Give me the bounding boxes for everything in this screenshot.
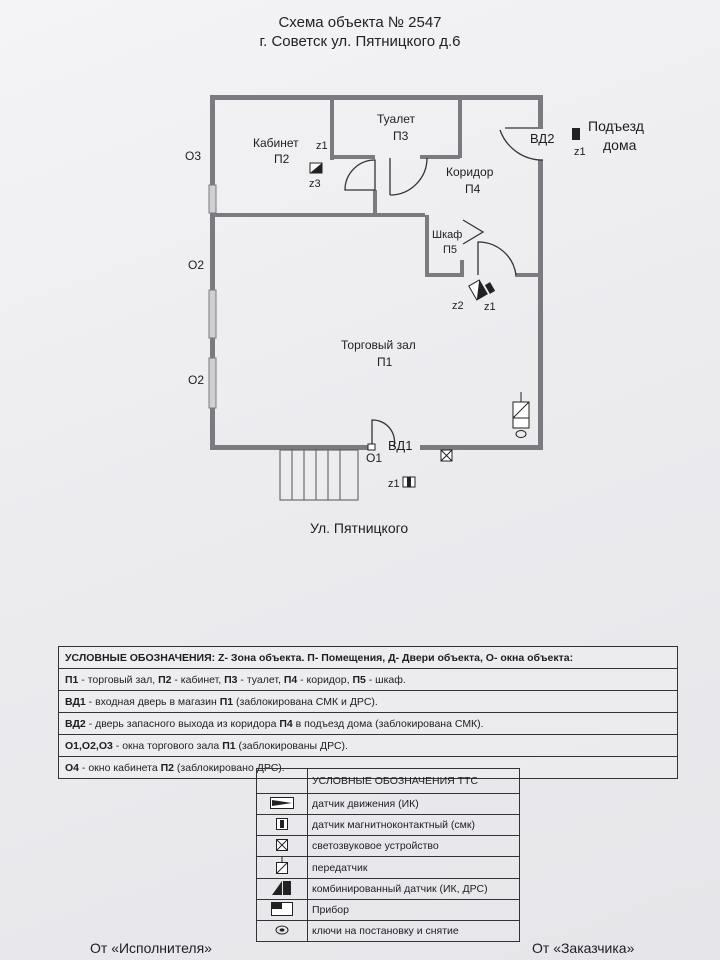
tts-legend-table: УСЛОВНЫЕ ОБОЗНАЧЕНИЯ ТТС датчик движения…	[256, 768, 520, 942]
legend-table: УСЛОВНЫЕ ОБОЗНАЧЕНИЯ: Z- Зона объекта. П…	[58, 646, 678, 779]
entrance-label-line1: Подъезд	[588, 118, 644, 134]
door-cabinet	[344, 159, 376, 191]
magnetic-contact-icon	[276, 817, 288, 830]
room-toilet-code: П3	[393, 129, 409, 143]
legend-row: ВД1 - входная дверь в магазин П1 (заблок…	[58, 690, 678, 713]
window-o2-upper	[208, 289, 217, 339]
street-label: Ул. Пятницкого	[310, 520, 408, 536]
key-icon	[275, 925, 289, 934]
entrance-label-line2: дома	[603, 137, 637, 153]
legend-row: ВД2 - дверь запасного выхода из коридора…	[58, 712, 678, 735]
room-hall-code: П1	[377, 355, 393, 369]
door-vd1	[371, 419, 396, 448]
window-o3	[208, 184, 217, 214]
floor-plan: Кабинет П2 Туалет П3 Коридор П4 Шкаф П5 …	[185, 95, 644, 536]
legend-row: О4 - окно кабинета П2 (заблокировано ДРС…	[58, 756, 678, 779]
doors	[344, 127, 544, 448]
windows	[208, 184, 217, 409]
tts-legend-heading: УСЛОВНЫЕ ОБОЗНАЧЕНИЯ ТТС	[307, 768, 520, 794]
door-corridor	[477, 241, 517, 276]
room-corridor-code: П4	[465, 182, 481, 196]
sensors	[309, 128, 580, 488]
magnetic-contact-icon	[572, 128, 580, 140]
door-vd1-label: ВД1	[388, 438, 412, 453]
walls	[210, 95, 543, 450]
tts-legend-item: ключи на постановку и снятие	[307, 920, 520, 942]
combined-sensor-icon	[468, 279, 488, 301]
key-icon	[515, 430, 527, 438]
motion-sensor-icon	[270, 796, 294, 809]
room-toilet-name: Туалет	[377, 112, 415, 126]
zone-z1-cabinet: z1	[316, 140, 328, 152]
device-icon	[271, 901, 293, 916]
zone-z1-vd1: z1	[388, 478, 400, 490]
room-closet-code: П5	[443, 244, 457, 256]
zone-z3: z3	[309, 178, 321, 190]
room-cabinet-code: П2	[274, 152, 290, 166]
door-vd2-label: ВД2	[530, 131, 554, 146]
window-o2-lower-label: О2	[188, 373, 204, 387]
room-cabinet-name: Кабинет	[253, 136, 299, 150]
customer-signature-label: От «Заказчика»	[532, 940, 635, 956]
legend-heading: УСЛОВНЫЕ ОБОЗНАЧЕНИЯ: Z- Зона объекта. П…	[58, 646, 678, 669]
window-o3-label: О3	[185, 149, 201, 163]
tts-legend-item: Прибор	[307, 899, 520, 921]
zone-z1-vd2: z1	[574, 146, 586, 158]
tts-legend-item: светозвуковое устройство	[307, 835, 520, 857]
room-corridor-name: Коридор	[446, 165, 494, 179]
legend-row: О1,О2,О3 - окна торгового зала П1 (забло…	[58, 734, 678, 757]
device-icon	[512, 417, 530, 429]
stairs	[279, 449, 359, 501]
tts-legend-item: датчик движения (ИК)	[307, 793, 520, 815]
zone-z2: z2	[452, 300, 464, 312]
tts-legend-item: передатчик	[307, 856, 520, 879]
door-toilet	[389, 157, 428, 196]
room-closet-name: Шкаф	[432, 229, 462, 241]
door-vd2	[499, 129, 544, 161]
window-o2-upper-label: О2	[188, 258, 204, 272]
siren-icon	[276, 838, 288, 851]
tts-legend-item: комбинированный датчик (ИК, ДРС)	[307, 878, 520, 900]
motion-sensor-icon	[310, 163, 322, 173]
address: г. Советск ул. Пятницкого д.6	[259, 33, 461, 50]
window-o2-lower	[208, 357, 217, 409]
tts-legend-item: датчик магнитноконтактный (смк)	[307, 814, 520, 836]
window-o1-label: О1	[366, 451, 382, 465]
zone-z1-corridor: z1	[484, 301, 496, 313]
page-title: Схема объекта № 2547	[278, 14, 442, 31]
combined-sensor-icon	[272, 880, 291, 895]
room-hall-name: Торговый зал	[341, 338, 416, 352]
door-closet	[462, 219, 485, 245]
contractor-signature-label: От «Исполнителя»	[90, 940, 212, 956]
legend-row: П1 - торговый зал, П2 - кабинет, П3 - ту…	[58, 668, 678, 691]
siren-icon	[440, 449, 453, 462]
transmitter-icon	[276, 857, 288, 874]
